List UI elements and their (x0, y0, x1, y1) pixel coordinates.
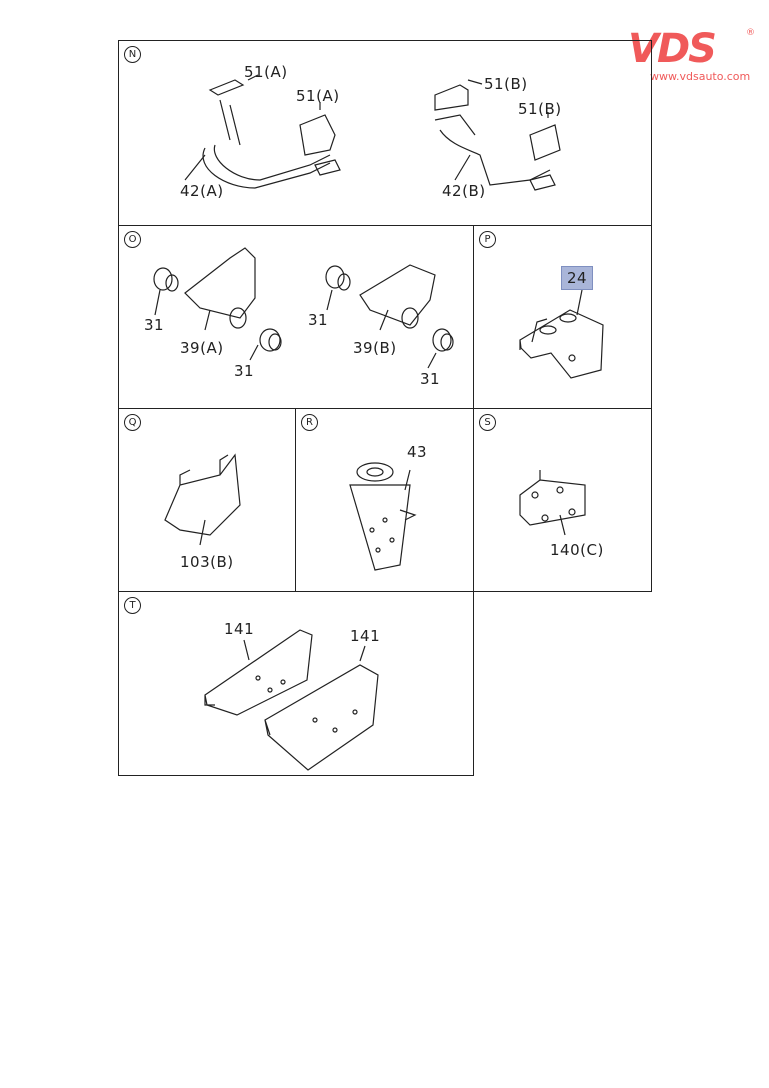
bracket-140c-drawing (519, 470, 586, 536)
stabilizer-bar-a-drawing (184, 74, 341, 189)
bracket-43-drawing (349, 462, 417, 571)
callout-51a: 51(A) (296, 87, 340, 105)
callout-141: 141 (350, 627, 381, 645)
callout-51b: 51(B) (484, 75, 528, 93)
callout-31: 31 (234, 362, 255, 380)
panel-letter: N (124, 46, 141, 63)
panel-t: T (118, 591, 474, 776)
logo-url: www.vdsauto.com (650, 70, 751, 83)
callout-31: 31 (144, 316, 165, 334)
callout-140c: 140(C) (550, 541, 604, 559)
panel-letter: T (124, 597, 141, 614)
logo-mark: VDS (628, 26, 717, 72)
callout-31: 31 (420, 370, 441, 388)
callout-39b: 39(B) (353, 339, 397, 357)
callout-51a: 51(A) (244, 63, 288, 81)
callout-51b: 51(B) (518, 100, 562, 118)
panel-s: S (473, 408, 652, 592)
panel-letter: O (124, 231, 141, 248)
bracket-24-drawing (519, 289, 604, 379)
panel-letter: R (301, 414, 318, 431)
bracket-103b-drawing (164, 453, 241, 546)
callout-43: 43 (407, 443, 428, 461)
callout-42a: 42(A) (180, 182, 224, 200)
bracket-39b-drawing (325, 264, 454, 369)
bracket-141-drawing (204, 629, 379, 771)
panel-letter: S (479, 414, 496, 431)
callout-141: 141 (224, 620, 255, 638)
panel-letter: P (479, 231, 496, 248)
stabilizer-bar-b-drawing (434, 79, 561, 191)
logo-registered: ® (746, 28, 755, 38)
panel-letter: Q (124, 414, 141, 431)
vds-logo: VDS ® www.vdsauto.com (628, 28, 758, 83)
callout-31: 31 (308, 311, 329, 329)
bracket-39a-drawing (153, 247, 282, 361)
callout-39a: 39(A) (180, 339, 224, 357)
callout-42b: 42(B) (442, 182, 486, 200)
callout-103b: 103(B) (180, 553, 234, 571)
callout-24-highlighted[interactable]: 24 (561, 266, 594, 290)
